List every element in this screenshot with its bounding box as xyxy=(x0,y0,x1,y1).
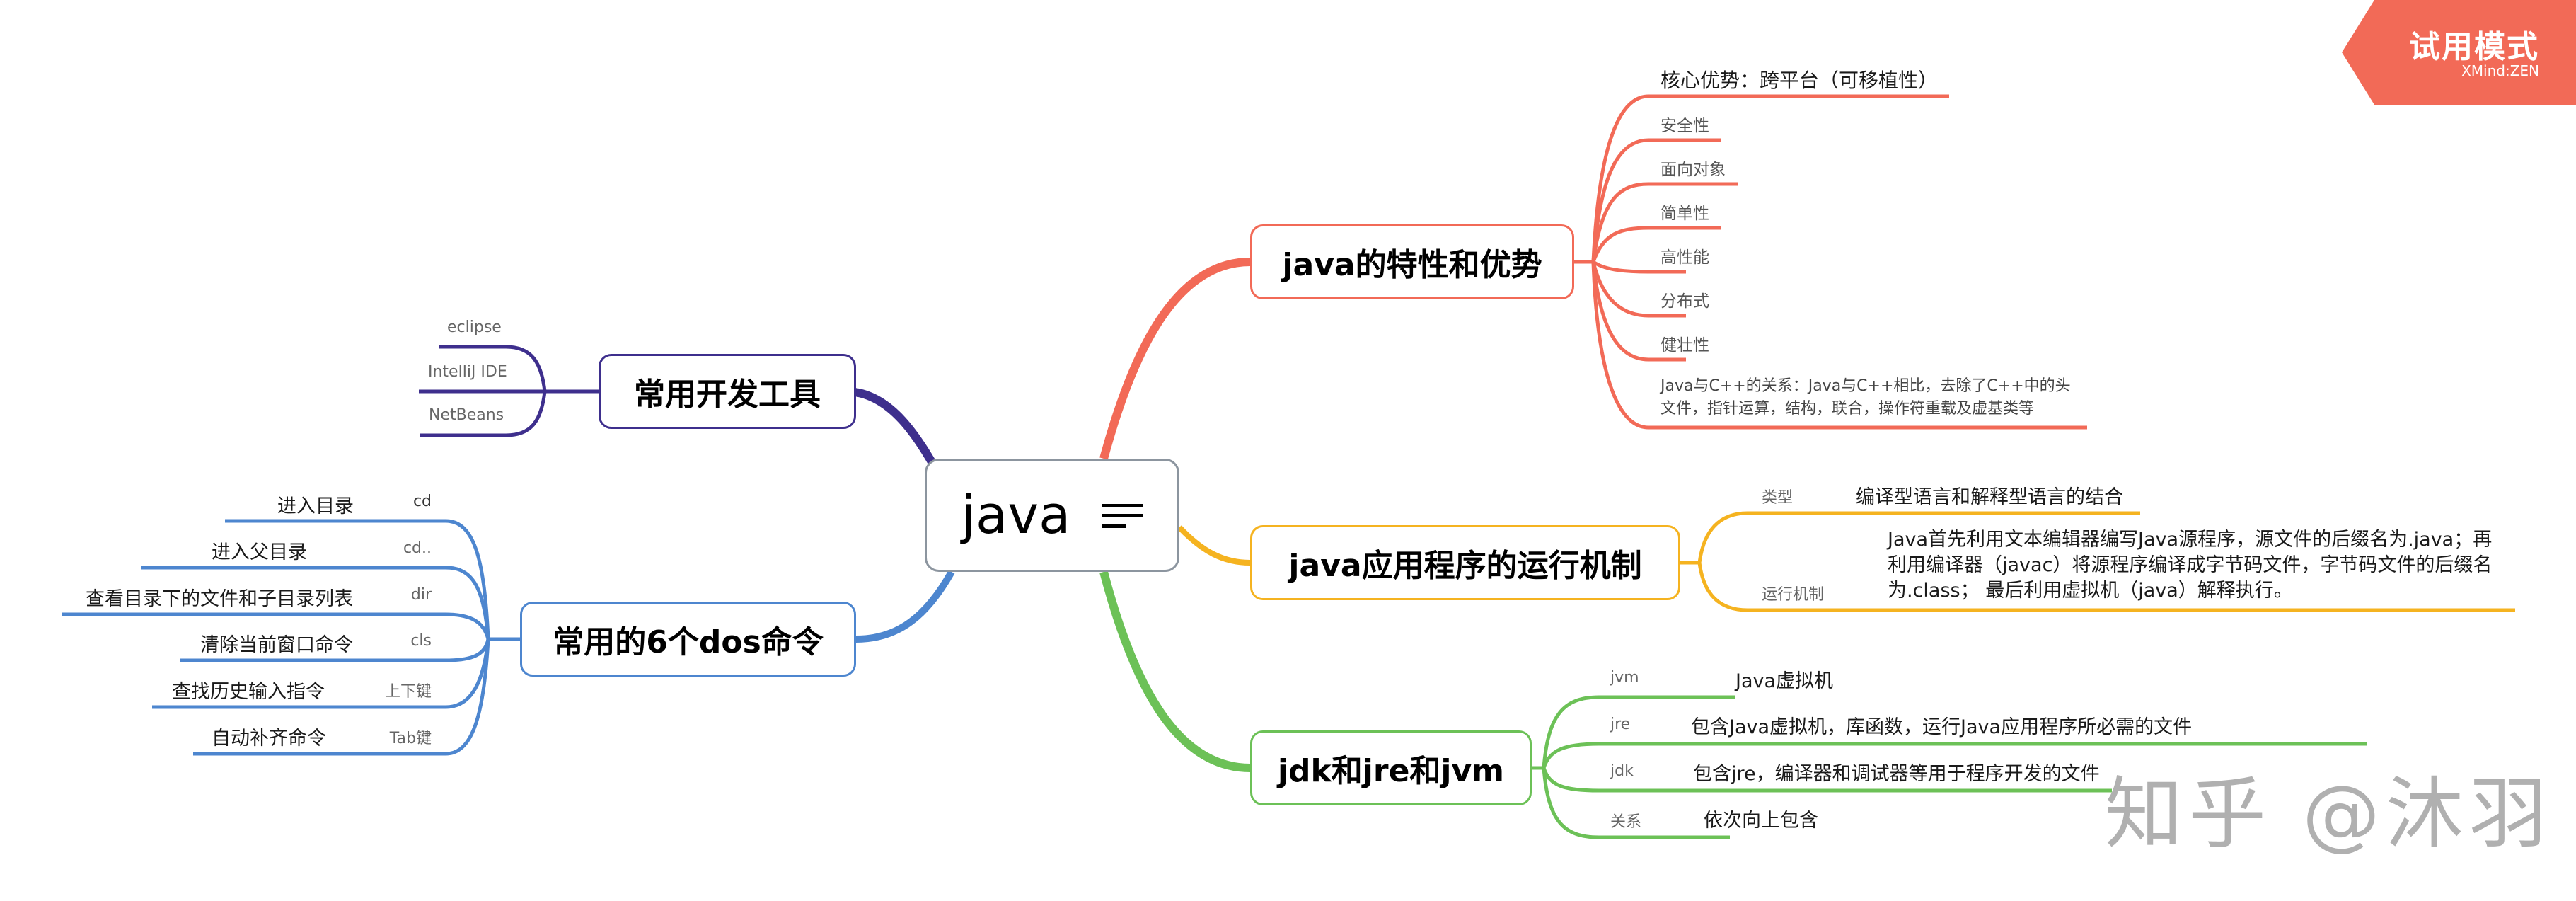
jdk-label[interactable]: jvm xyxy=(1610,669,1639,687)
dos-desc[interactable]: 清除当前窗口命令 xyxy=(200,634,353,656)
jdk-value[interactable]: Java虚拟机 xyxy=(1735,670,1834,692)
tools-child-connectors xyxy=(419,345,599,437)
dos-child-connectors xyxy=(62,519,520,756)
feature-item[interactable]: 安全性 xyxy=(1660,117,1709,135)
feature-item[interactable]: 健壮性 xyxy=(1660,336,1709,355)
connector-dos xyxy=(855,570,955,643)
runtime-label-mechanism[interactable]: 运行机制 xyxy=(1762,586,1825,604)
topic-jdk-title: jdk和jre和jvm xyxy=(1277,753,1505,789)
runtime-value-type[interactable]: 编译型语言和解释型语言的结合 xyxy=(1856,486,2123,508)
topic-features[interactable]: java的特性和优势 xyxy=(1250,224,1574,299)
topic-dos-title: 常用的6个dos命令 xyxy=(553,624,824,660)
jdk-value[interactable]: 依次向上包含 xyxy=(1704,810,1818,832)
feature-item[interactable]: 核心优势：跨平台（可移植性） xyxy=(1660,69,1939,92)
dos-command[interactable]: dir xyxy=(410,586,432,604)
tool-item[interactable]: IntelliJ IDE xyxy=(428,363,507,381)
jdk-label[interactable]: jre xyxy=(1610,716,1631,733)
topic-tools[interactable]: 常用开发工具 xyxy=(599,354,856,429)
runtime-label-type[interactable]: 类型 xyxy=(1762,489,1794,507)
features-child-connectors xyxy=(1574,94,2087,430)
jdk-value[interactable]: 包含Java虚拟机，库函数，运行Java应用程序所必需的文件 xyxy=(1691,716,2193,738)
dos-desc[interactable]: 查找历史输入指令 xyxy=(172,681,325,703)
connector-runtime xyxy=(1177,525,1251,566)
badge-shape xyxy=(2342,0,2576,105)
runtime-value-mechanism[interactable]: Java首先利用文本编辑器编写Java源程序，源文件的后缀名为.java；再利用… xyxy=(1888,529,2493,602)
connector-features xyxy=(1099,258,1251,460)
dos-desc[interactable]: 自动补齐命令 xyxy=(212,728,326,750)
dos-desc[interactable]: 进入父目录 xyxy=(212,541,307,563)
trial-mode-badge[interactable]: 试用模式 XMind:ZEN xyxy=(2332,0,2576,105)
jdk-value[interactable]: 包含jre，编译器和调试器等用于程序开发的文件 xyxy=(1693,763,2100,785)
dos-command[interactable]: cls xyxy=(410,632,432,650)
feature-item[interactable]: 简单性 xyxy=(1660,205,1709,223)
topic-tools-title: 常用开发工具 xyxy=(634,377,821,413)
dos-desc[interactable]: 进入目录 xyxy=(277,495,354,517)
dos-desc[interactable]: 查看目录下的文件和子目录列表 xyxy=(86,588,353,610)
jdk-label[interactable]: jdk xyxy=(1610,762,1634,780)
central-topic-title: java xyxy=(961,485,1071,546)
jdk-child-connectors xyxy=(1532,695,2367,839)
tool-item[interactable]: NetBeans xyxy=(429,406,504,424)
connector-jdk xyxy=(1099,570,1251,772)
feature-item[interactable]: 高性能 xyxy=(1660,248,1709,267)
badge-brand: XMind:ZEN xyxy=(2461,62,2539,79)
topic-runtime[interactable]: java应用程序的运行机制 xyxy=(1250,525,1680,600)
central-topic[interactable]: java xyxy=(925,459,1179,572)
badge-title: 试用模式 xyxy=(2409,29,2539,65)
runtime-child-connectors xyxy=(1680,511,2515,612)
dos-command[interactable]: cd.. xyxy=(403,539,432,557)
dos-command[interactable]: 上下键 xyxy=(384,683,432,701)
feature-item[interactable]: Java与C++的关系：Java与C++相比，去除了C++中的头文件，指针运算，… xyxy=(1660,377,2071,418)
feature-item[interactable]: 分布式 xyxy=(1660,292,1709,311)
topic-runtime-title: java应用程序的运行机制 xyxy=(1288,548,1642,584)
jdk-label[interactable]: 关系 xyxy=(1610,813,1642,831)
topic-features-title: java的特性和优势 xyxy=(1282,247,1542,283)
dos-command[interactable]: Tab键 xyxy=(389,730,432,747)
dos-command[interactable]: cd xyxy=(412,493,432,510)
tool-item[interactable]: eclipse xyxy=(447,318,502,336)
feature-item[interactable]: 面向对象 xyxy=(1660,161,1726,179)
watermark: 知乎 @沐羽 xyxy=(2105,769,2553,859)
notes-icon[interactable] xyxy=(1102,500,1143,531)
topic-dos[interactable]: 常用的6个dos命令 xyxy=(520,602,856,677)
topic-jdk[interactable]: jdk和jre和jvm xyxy=(1250,730,1532,805)
